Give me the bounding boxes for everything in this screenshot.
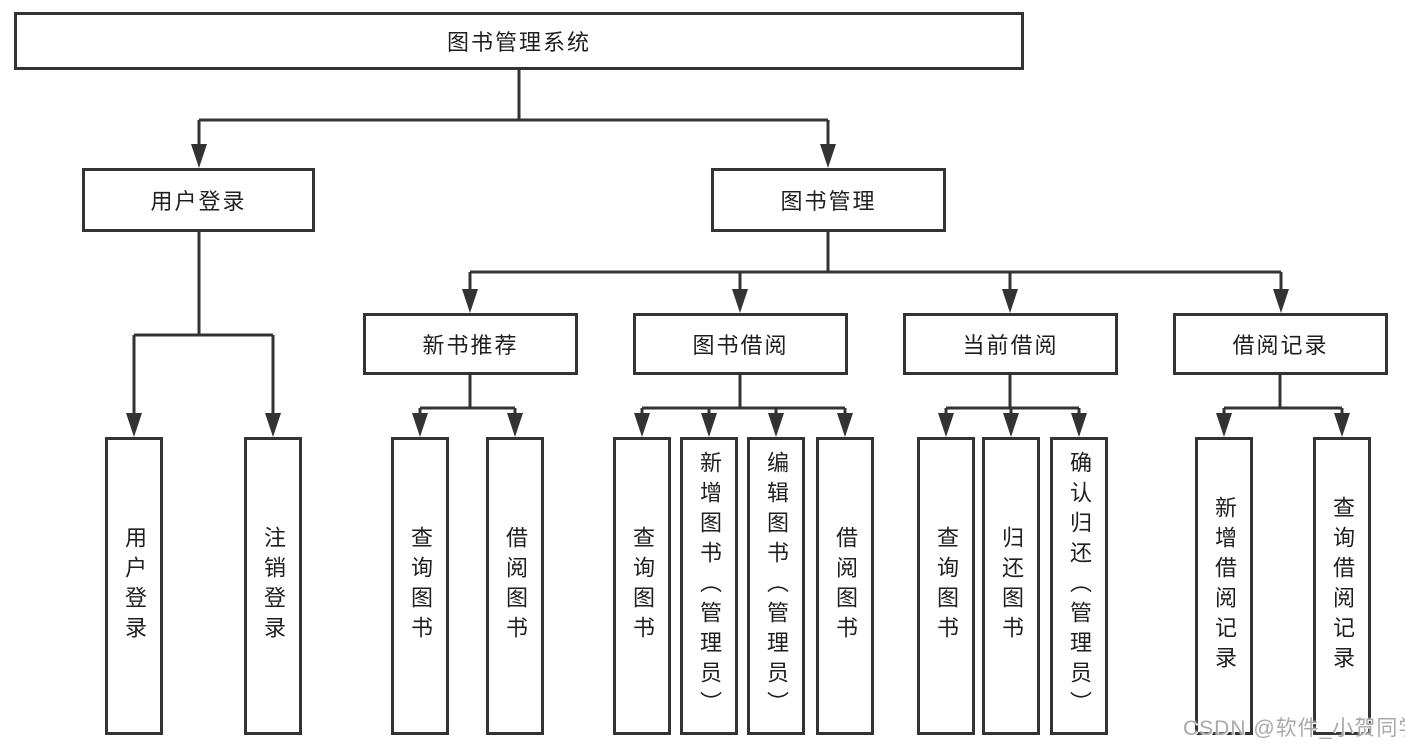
node-book-borrowing: 图书借阅 bbox=[633, 313, 848, 375]
connector-edges bbox=[132, 69, 1344, 417]
node-logout-leaf: 注销登录 bbox=[244, 437, 302, 735]
node-query-books-current: 查询图书 bbox=[917, 437, 975, 735]
node-borrow-books-recommend: 借阅图书 bbox=[486, 437, 544, 735]
node-borrow-books-borrowing: 借阅图书 bbox=[816, 437, 874, 735]
node-new-book-recommend: 新书推荐 bbox=[363, 313, 578, 375]
node-query-books-borrowing: 查询图书 bbox=[613, 437, 671, 735]
arrowhead-icons bbox=[126, 144, 1350, 437]
node-book-management: 图书管理 bbox=[711, 168, 946, 232]
node-borrow-records: 借阅记录 bbox=[1173, 313, 1388, 375]
node-root: 图书管理系统 bbox=[14, 12, 1024, 70]
node-user-login-leaf: 用户登录 bbox=[105, 437, 163, 735]
node-return-books: 归还图书 bbox=[982, 437, 1040, 735]
node-query-books-recommend: 查询图书 bbox=[391, 437, 449, 735]
csdn-watermark: CSDN @软件_小贺同学 bbox=[1183, 717, 1405, 740]
node-add-books-admin: 新增图书（管理员） bbox=[680, 437, 738, 735]
node-confirm-return-admin: 确认归还（管理员） bbox=[1050, 437, 1108, 735]
node-current-borrowing: 当前借阅 bbox=[903, 313, 1118, 375]
node-query-borrow-record: 查询借阅记录 bbox=[1313, 437, 1371, 735]
node-user-login: 用户登录 bbox=[82, 168, 315, 232]
node-add-borrow-record: 新增借阅记录 bbox=[1195, 437, 1253, 735]
node-edit-books-admin: 编辑图书（管理员） bbox=[747, 437, 805, 735]
